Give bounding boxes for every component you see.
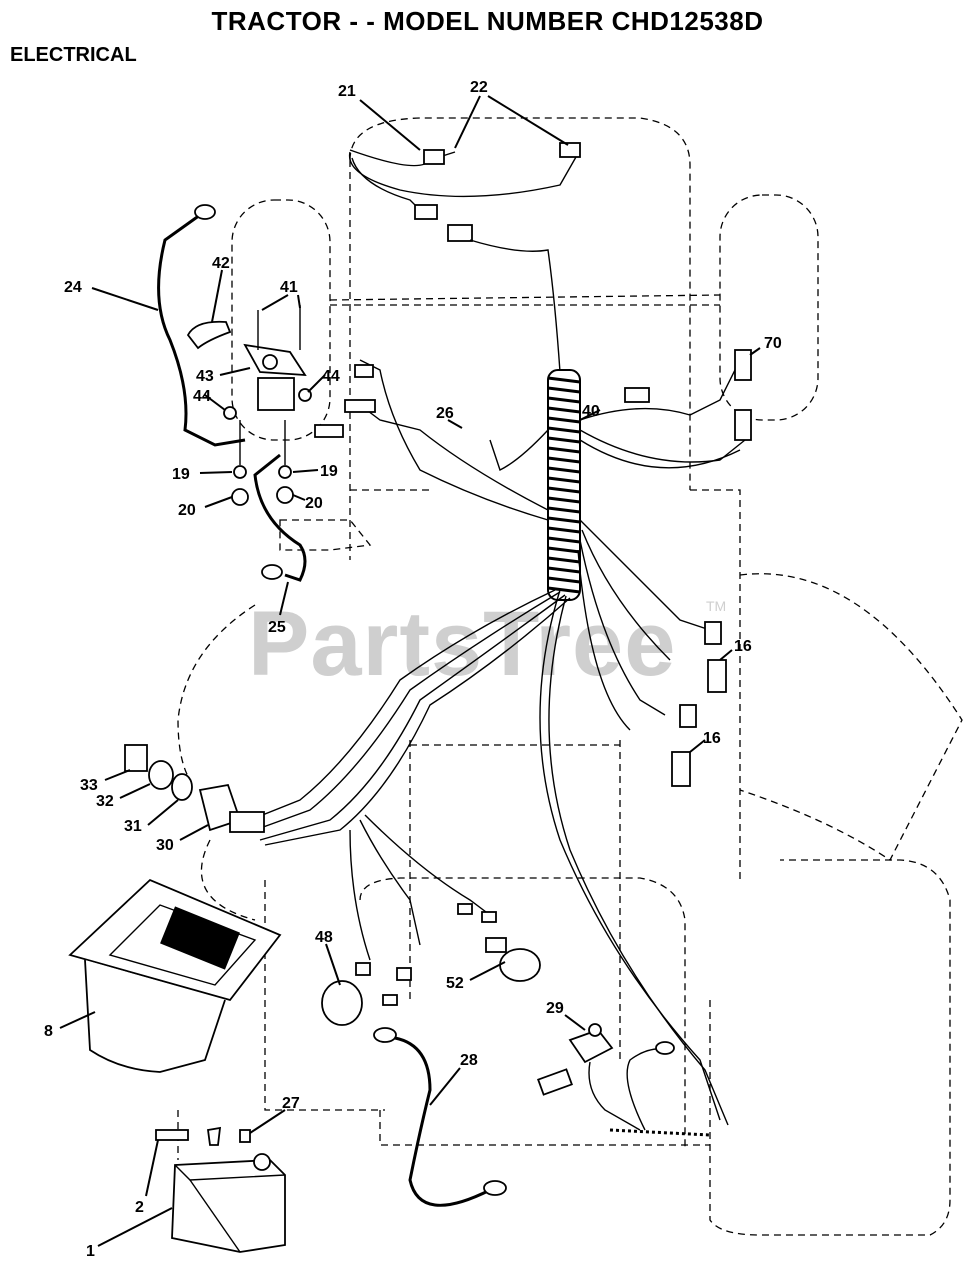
callout-20-right: 20 bbox=[305, 495, 323, 512]
wire-bundles bbox=[249, 349, 746, 1126]
solenoid-icon bbox=[257, 377, 295, 411]
callout-70: 70 bbox=[764, 335, 782, 352]
nut-icon bbox=[239, 1129, 251, 1143]
callout-16-lower: 16 bbox=[703, 730, 721, 747]
callout-44-right: 44 bbox=[322, 368, 340, 385]
key-icon bbox=[124, 744, 148, 772]
callout-48: 48 bbox=[315, 929, 333, 946]
callout-19-right: 19 bbox=[320, 463, 338, 480]
callout-42: 42 bbox=[212, 255, 230, 272]
callout-43: 43 bbox=[196, 368, 214, 385]
boot-42-icon bbox=[186, 320, 232, 350]
callout-52: 52 bbox=[446, 975, 464, 992]
connector-16-lower-icon bbox=[671, 751, 691, 787]
callout-27: 27 bbox=[282, 1095, 300, 1112]
callouts: 21 22 24 42 41 43 44 44 19 19 20 20 25 2… bbox=[44, 79, 782, 1260]
callout-40: 40 bbox=[582, 403, 600, 420]
callout-2: 2 bbox=[135, 1199, 144, 1216]
connector-70-icon bbox=[734, 349, 752, 381]
callout-24: 24 bbox=[64, 279, 82, 296]
bulb-52-icon bbox=[499, 948, 541, 982]
callout-22: 22 bbox=[470, 79, 488, 96]
ground-cable-28 bbox=[373, 1027, 507, 1207]
solenoid-assembly bbox=[186, 305, 376, 506]
callout-8: 8 bbox=[44, 1023, 53, 1040]
connector-16-upper-icon bbox=[707, 659, 727, 693]
page-title: TRACTOR - - MODEL NUMBER CHD12538D bbox=[211, 6, 764, 36]
seat-switch-icon bbox=[568, 1028, 614, 1064]
callout-19-left: 19 bbox=[172, 466, 190, 483]
callout-32: 32 bbox=[96, 793, 114, 810]
callout-25: 25 bbox=[268, 619, 286, 636]
callout-1: 1 bbox=[86, 1243, 95, 1260]
callout-21: 21 bbox=[338, 83, 356, 100]
seat-switch bbox=[537, 1023, 711, 1137]
watermark-tm: TM bbox=[706, 598, 727, 614]
leader-lines bbox=[59, 95, 761, 1247]
watermark-text: PartsTree bbox=[248, 593, 677, 695]
battery-icon bbox=[171, 1159, 286, 1253]
battery bbox=[155, 1126, 286, 1253]
front-harness bbox=[348, 142, 581, 373]
tractor-outline bbox=[177, 117, 963, 1236]
callout-41: 41 bbox=[280, 279, 298, 296]
right-connectors bbox=[624, 349, 752, 787]
callout-30: 30 bbox=[156, 837, 174, 854]
ignition-switch bbox=[124, 744, 265, 833]
callout-20-left: 20 bbox=[178, 502, 196, 519]
battery-cables bbox=[157, 204, 307, 582]
callout-26: 26 bbox=[436, 405, 454, 422]
callout-29: 29 bbox=[546, 1000, 564, 1017]
callout-31: 31 bbox=[124, 818, 142, 835]
callout-16-upper: 16 bbox=[734, 638, 752, 655]
callout-28: 28 bbox=[460, 1052, 478, 1069]
lamps bbox=[321, 903, 541, 1026]
harness-conduit bbox=[547, 369, 581, 601]
section-title: ELECTRICAL bbox=[10, 44, 137, 66]
callout-33: 33 bbox=[80, 777, 98, 794]
lamp-left-icon bbox=[423, 149, 445, 165]
battery-box bbox=[68, 878, 282, 1073]
bolt-icon bbox=[155, 1129, 189, 1141]
callout-44-left: 44 bbox=[193, 388, 211, 405]
lamp-right-icon bbox=[559, 142, 581, 158]
